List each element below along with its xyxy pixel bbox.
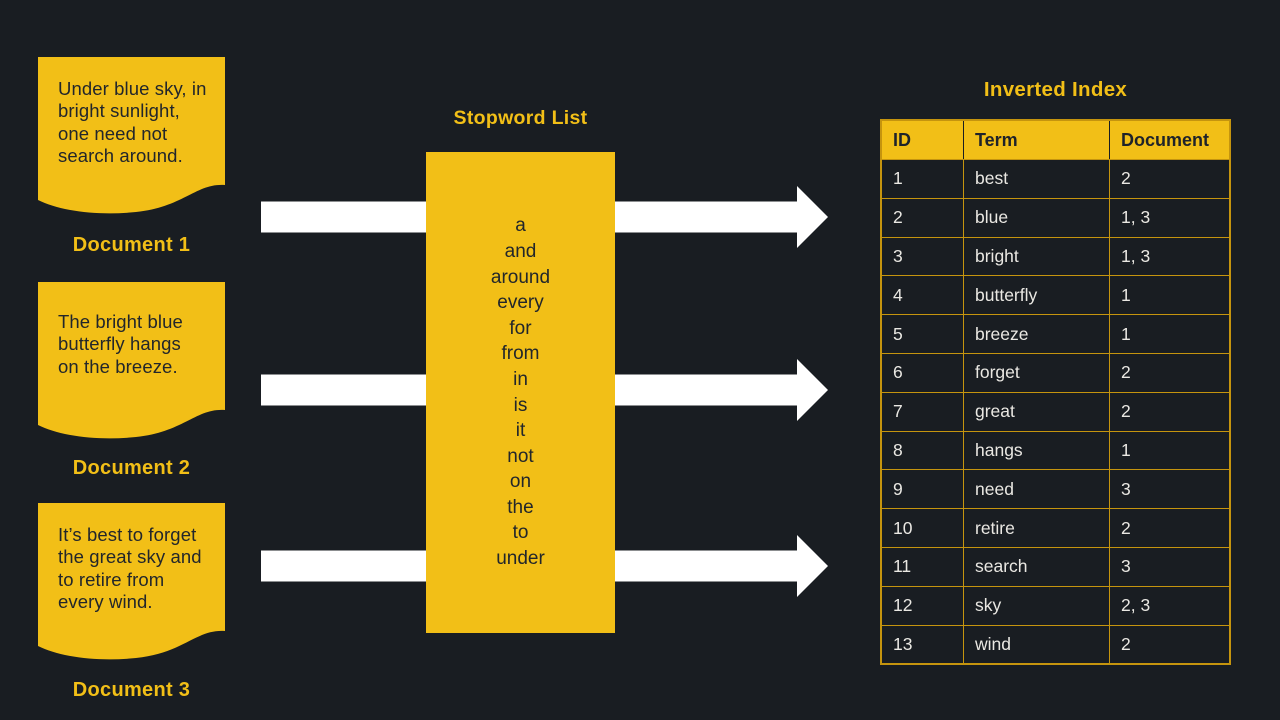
stopword-item: is: [513, 394, 528, 416]
table-cell: wind: [964, 625, 1110, 664]
table-cell: bright: [964, 237, 1110, 276]
table-cell: need: [964, 470, 1110, 509]
stopword-item: not: [507, 445, 534, 467]
table-cell: 6: [882, 353, 964, 392]
table-cell: 1: [1121, 284, 1131, 305]
table-cell: great: [964, 392, 1110, 431]
stopword-item: the: [507, 496, 534, 518]
table-cell: 2: [882, 198, 964, 237]
table-cell: 12: [882, 586, 964, 625]
table-cell: retire: [964, 509, 1110, 547]
inverted-index-title: Inverted Index: [983, 78, 1128, 101]
stopword-words: a and around every for from in is it not on the to un…: [491, 213, 550, 571]
stopword-item: it: [515, 420, 526, 442]
stopword-item: from: [501, 343, 540, 365]
table-cell: search: [964, 547, 1110, 586]
table-cell: 11: [882, 547, 964, 586]
table-cell: 3: [882, 237, 964, 276]
stopword-item: for: [509, 317, 532, 339]
table-cell: 3: [1121, 556, 1131, 577]
stopword-item: on: [509, 471, 532, 493]
stopword-list-box: a and around every for from in is it not on the to un…: [426, 152, 615, 633]
table-cell: forget: [964, 353, 1110, 392]
table-cell: 3: [1121, 478, 1131, 499]
table-cell: 4: [882, 276, 964, 315]
stopword-item: to: [512, 522, 529, 544]
document-shape: [38, 57, 225, 214]
table-cell: 2: [1121, 362, 1131, 383]
table-cell: 10: [882, 509, 964, 547]
stopword-item: and: [504, 240, 537, 262]
document-shape: [38, 503, 225, 660]
table-cell: 1, 3: [1121, 207, 1151, 228]
column-header: ID: [882, 121, 964, 159]
table-cell: 7: [882, 392, 964, 431]
table-cell: hangs: [964, 431, 1110, 470]
table-cell: 2: [1121, 401, 1131, 422]
column-header: Document: [1121, 129, 1210, 150]
table-cell: breeze: [964, 315, 1110, 353]
document-label-3: Document 3: [72, 679, 191, 701]
document-label-2: Document 2: [72, 457, 191, 479]
table-cell: sky: [964, 586, 1110, 625]
stopword-list-title: Stopword List: [453, 107, 588, 129]
table-cell: 8: [882, 431, 964, 470]
stopword-item: in: [513, 368, 528, 390]
stopword-item: every: [497, 292, 544, 314]
table-cell: 1: [1121, 323, 1131, 344]
table-cell: 9: [882, 470, 964, 509]
table-cell: butterfly: [964, 276, 1110, 315]
table-cell: blue: [964, 198, 1110, 237]
stopword-item: around: [490, 266, 551, 288]
table-cell: 1, 3: [1121, 245, 1151, 266]
table-cell: 5: [882, 315, 964, 353]
column-header: Term: [964, 121, 1110, 159]
stopword-item: under: [496, 548, 545, 570]
table-cell: 2: [1121, 517, 1131, 538]
document-label-1: Document 1: [72, 234, 191, 256]
table-cell: 13: [882, 625, 964, 664]
document-shape: [38, 282, 225, 439]
stopword-item: a: [515, 215, 526, 237]
table-cell: best: [964, 160, 1110, 198]
table-cell: 2: [1121, 633, 1131, 654]
table-cell: 1: [1121, 439, 1131, 460]
table-cell: 2, 3: [1121, 595, 1151, 616]
table-cell: 1: [882, 160, 964, 198]
table-cell: 2: [1121, 168, 1131, 189]
